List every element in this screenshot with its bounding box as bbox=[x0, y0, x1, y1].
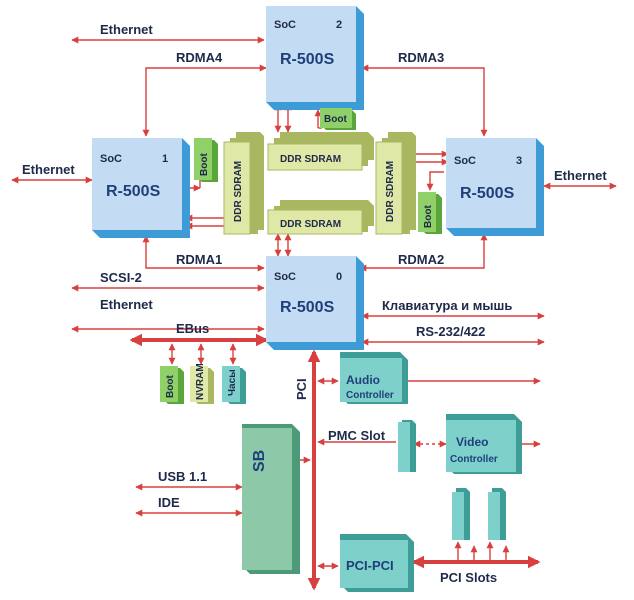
ide-label: IDE bbox=[158, 495, 180, 510]
audio-controller-block: Audio Controller bbox=[340, 352, 408, 404]
ddr-bottom-stack: DDR SDRAM bbox=[267, 200, 374, 235]
usb-label: USB 1.1 bbox=[158, 469, 207, 484]
rdma3-link bbox=[361, 64, 488, 137]
soc-0-soc-label: SoC bbox=[274, 271, 296, 283]
clock-chip: Часы bbox=[222, 366, 246, 404]
pci-label: PCI bbox=[294, 378, 309, 400]
sb-label: SB bbox=[251, 450, 268, 472]
soc-2-block: SoC 2 R-500S bbox=[266, 6, 364, 110]
pci-slot-card-1 bbox=[452, 488, 470, 540]
soc-3-index: 3 bbox=[516, 155, 522, 167]
video-title: Video bbox=[456, 435, 488, 449]
soc-0-block: SoC 0 R-500S bbox=[266, 256, 364, 350]
soc-3-block: SoC 3 R-500S bbox=[446, 138, 544, 236]
rdma2-label: RDMA2 bbox=[398, 252, 444, 267]
rdma1-link bbox=[142, 235, 265, 272]
rdma4-label: RDMA4 bbox=[176, 50, 223, 65]
soc-0-index: 0 bbox=[336, 271, 342, 283]
boot3-link bbox=[426, 171, 444, 191]
boot-1-label: Boot bbox=[199, 153, 210, 176]
boot-2-label: Boot bbox=[324, 114, 347, 125]
scsi-label: SCSI-2 bbox=[100, 270, 142, 285]
labels: Ethernet RDMA4 RDMA3 Ethernet Ethernet R… bbox=[22, 22, 607, 585]
buses bbox=[129, 333, 541, 591]
soc-2-soc-label: SoC bbox=[274, 19, 296, 31]
boot-1-chip: Boot bbox=[194, 138, 218, 182]
soc-1-index: 1 bbox=[162, 153, 168, 165]
soc-2-name: R-500S bbox=[280, 51, 335, 68]
soc-1-name: R-500S bbox=[106, 183, 161, 200]
ddr-bottom-label: DDR SDRAM bbox=[280, 219, 341, 230]
rdma3-label: RDMA3 bbox=[398, 50, 444, 65]
ethernet-label-soc1: Ethernet bbox=[22, 162, 75, 177]
boot-2-chip: Boot bbox=[320, 108, 356, 130]
video-controller-block: Video Controller bbox=[446, 414, 522, 474]
clock-label: Часы bbox=[227, 369, 238, 396]
soc-3-soc-label: SoC bbox=[454, 155, 476, 167]
ddr-left-stack: DDR SDRAM bbox=[223, 132, 264, 235]
ddr-right-stack: DDR SDRAM bbox=[375, 132, 416, 235]
rs232-label: RS-232/422 bbox=[416, 324, 485, 339]
video-subtitle: Controller bbox=[450, 454, 498, 465]
pci-slot-card-2 bbox=[488, 488, 506, 540]
soc-1-soc-label: SoC bbox=[100, 153, 122, 165]
pmc-slot-label: PMC Slot bbox=[328, 428, 386, 443]
soc-2-index: 2 bbox=[336, 19, 342, 31]
audio-title: Audio bbox=[346, 373, 380, 387]
ddr-top-label: DDR SDRAM bbox=[280, 154, 341, 165]
rdma1-label: RDMA1 bbox=[176, 252, 222, 267]
ddr-left-label: DDR SDRAM bbox=[233, 161, 244, 222]
pci-pci-bridge-block: PCI-PCI bbox=[340, 534, 414, 592]
ddr-top-stack: DDR SDRAM bbox=[267, 132, 374, 171]
ethernet-label-soc2: Ethernet bbox=[100, 22, 153, 37]
ddr-right-label: DDR SDRAM bbox=[385, 161, 396, 222]
boot-ebus-chip: Boot bbox=[160, 366, 184, 404]
pci-slots-label: PCI Slots bbox=[440, 570, 497, 585]
boot-3-chip: Boot bbox=[418, 192, 442, 234]
ethernet-label-soc3: Ethernet bbox=[554, 168, 607, 183]
boot-3-label: Boot bbox=[423, 205, 434, 228]
soc-1-block: SoC 1 R-500S bbox=[92, 138, 190, 238]
audio-subtitle: Controller bbox=[346, 390, 394, 401]
soc-3-name: R-500S bbox=[460, 185, 515, 202]
ebus-label: EBus bbox=[176, 321, 209, 336]
ethernet-label-soc0: Ethernet bbox=[100, 297, 153, 312]
nvram-chip: NVRAM bbox=[190, 363, 214, 404]
keyboard-label: Клавиатура и мышь bbox=[382, 298, 512, 313]
sb-block: SB bbox=[242, 424, 300, 574]
pmc-slot-card bbox=[398, 420, 416, 472]
rdma2-link bbox=[359, 233, 488, 272]
rdma4-link bbox=[142, 64, 267, 137]
boot-ebus-label: Boot bbox=[165, 375, 176, 398]
soc-0-name: R-500S bbox=[280, 299, 335, 316]
pci-pci-label: PCI-PCI bbox=[346, 558, 394, 573]
nvram-label: NVRAM bbox=[195, 363, 206, 400]
